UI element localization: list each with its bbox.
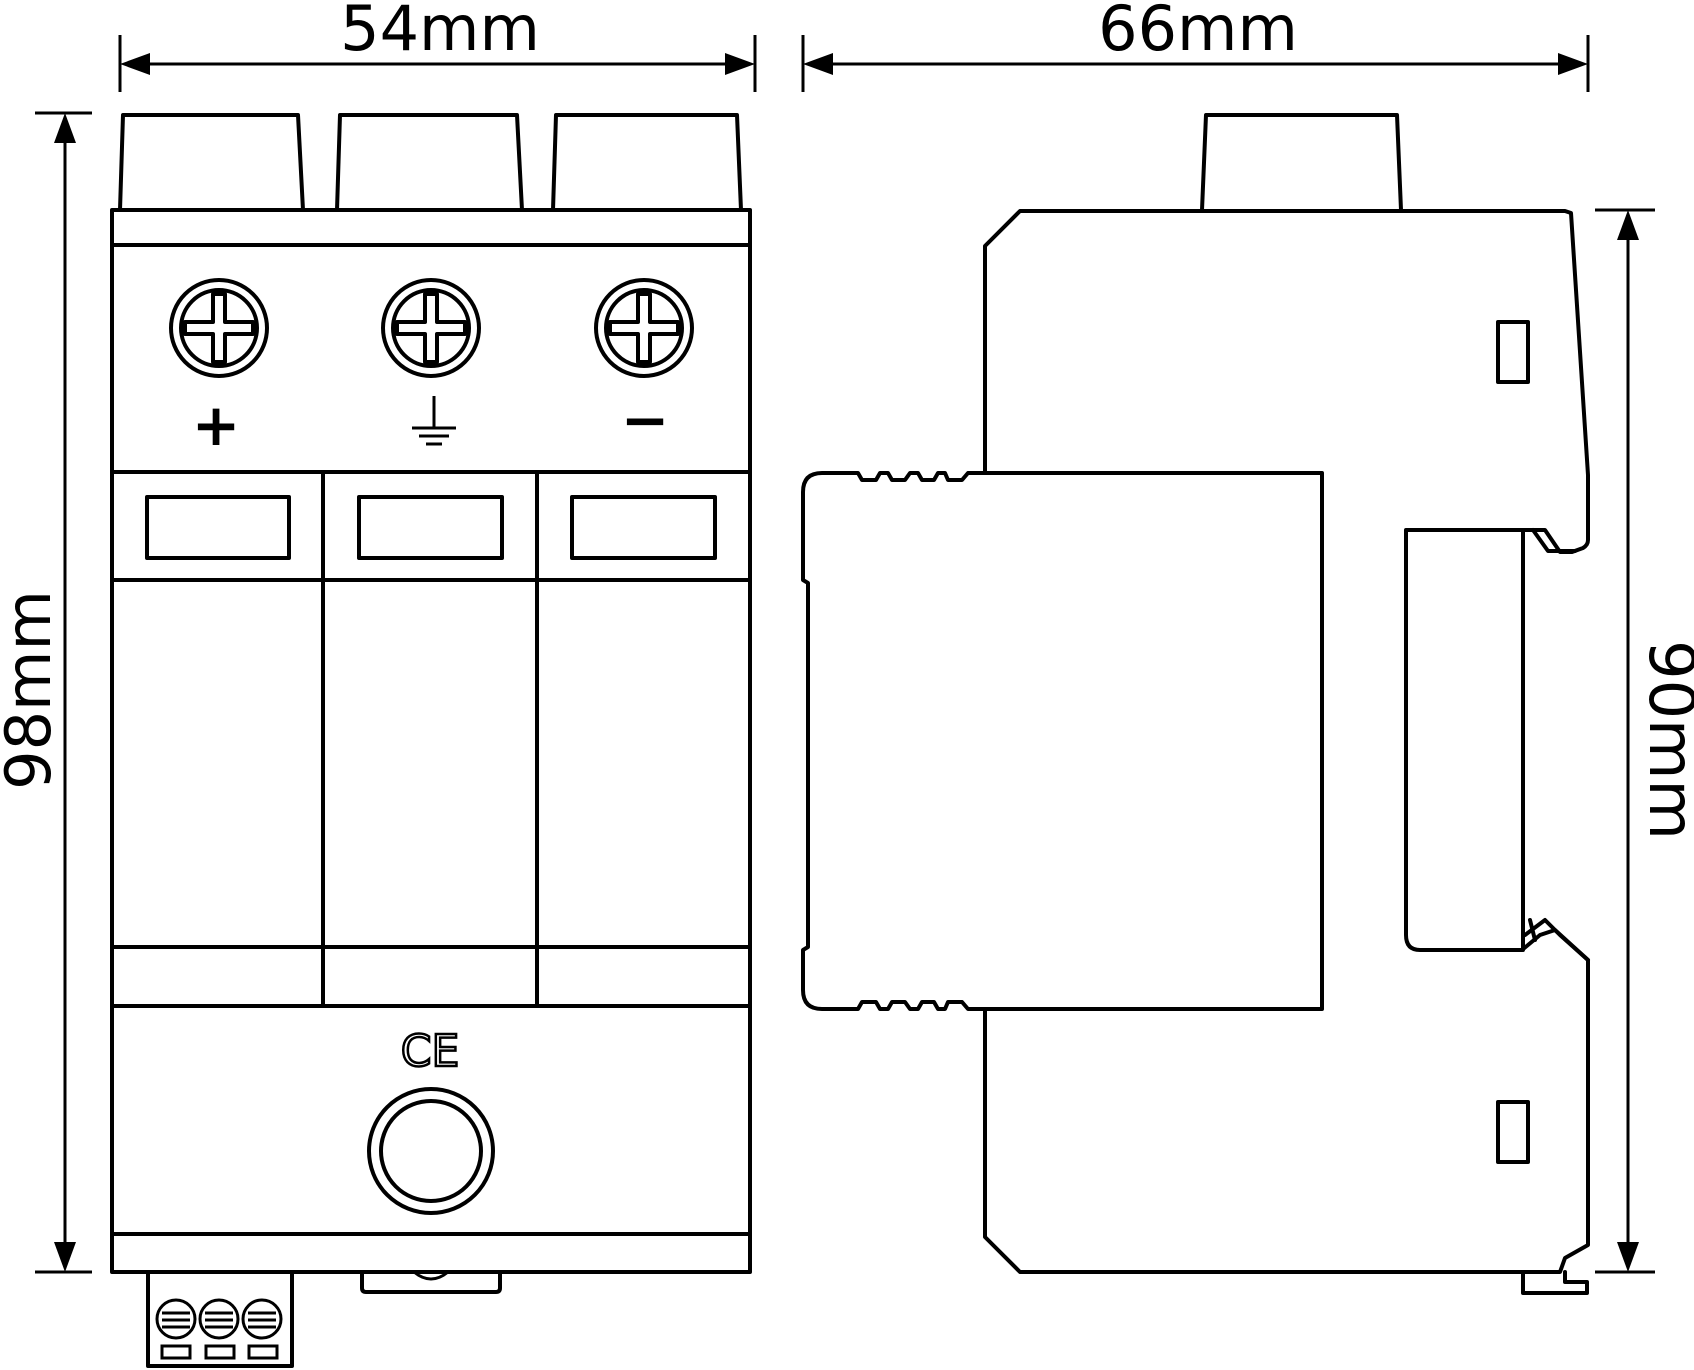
side-slot-lower xyxy=(1496,1100,1530,1164)
ground-symbol-icon xyxy=(412,396,456,446)
dimension-side-height: 90mm xyxy=(1595,208,1694,1274)
ce-mark: CE xyxy=(401,1026,460,1077)
dimension-label-front-height: 98mm xyxy=(0,590,65,790)
dimension-side-width: 66mm xyxy=(801,0,1590,92)
terminal-plus-label: + xyxy=(192,391,241,459)
side-view xyxy=(801,113,1590,1295)
status-window-middle xyxy=(357,495,504,560)
remote-signal-connector xyxy=(146,1270,294,1368)
arrowhead-icon xyxy=(54,113,76,143)
top-cap-middle xyxy=(335,113,524,212)
side-top-cap xyxy=(1200,113,1403,212)
status-window-right xyxy=(570,495,717,560)
indicator-lens-inner xyxy=(379,1099,483,1203)
dimension-front-width: 54mm xyxy=(118,0,757,92)
dimension-label-front-width: 54mm xyxy=(340,0,540,65)
top-cap-left xyxy=(118,113,305,212)
arrowhead-icon xyxy=(54,1242,76,1272)
indicator-lens-outer xyxy=(367,1087,495,1215)
front-view: + − CE xyxy=(110,113,752,1368)
arrowhead-icon xyxy=(1617,1242,1639,1272)
terminal-minus-label: − xyxy=(621,386,670,454)
arrowhead-icon xyxy=(1617,210,1639,240)
arrowhead-icon xyxy=(725,53,755,75)
phillips-screw-icon xyxy=(381,278,481,378)
dimension-label-side-width: 66mm xyxy=(1098,0,1298,65)
phillips-screw-icon xyxy=(594,278,694,378)
din-clip-side xyxy=(1521,1270,1589,1295)
dimension-label-side-height: 90mm xyxy=(1635,640,1694,840)
din-clip-front xyxy=(360,1270,502,1294)
dimension-front-height: 98mm xyxy=(0,111,92,1274)
status-window-left xyxy=(145,495,291,560)
side-body-outline xyxy=(983,209,1590,1274)
side-slot-upper xyxy=(1496,320,1530,384)
front-body xyxy=(110,208,752,1274)
arrowhead-icon xyxy=(120,53,150,75)
top-cap-right xyxy=(551,113,743,212)
arrowhead-icon xyxy=(803,53,833,75)
arrowhead-icon xyxy=(1558,53,1588,75)
side-module-projection xyxy=(801,471,1324,1011)
phillips-screw-icon xyxy=(169,278,269,378)
